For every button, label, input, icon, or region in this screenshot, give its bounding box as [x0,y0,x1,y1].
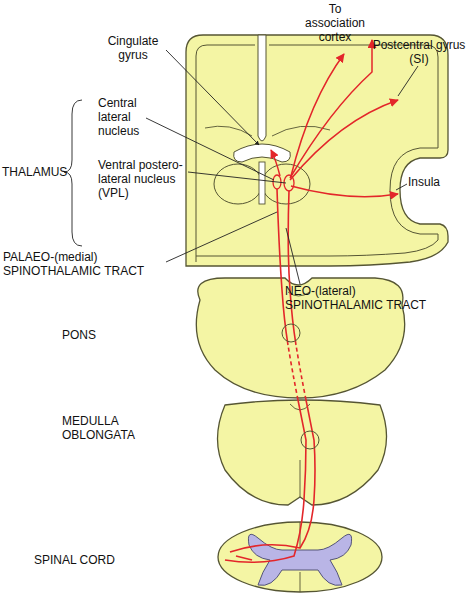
palaeo-tract-lower [225,400,306,562]
projection-postcentral [290,100,398,180]
cingulate-sulcus [205,126,330,136]
region-label: PONS [62,328,96,342]
leader-line [166,212,277,262]
nucleus-label: Central lateral nucleus [98,96,153,138]
leader-line [396,184,407,190]
lateral-ventricles [234,144,291,162]
tract-label: PALAEO-(medial) SPINOTHALAMIC TRACT [3,250,163,278]
medulla-fissures [290,404,310,497]
leader-lines [64,50,418,284]
structure-label: Cingulate gyrus [98,34,168,62]
medulla-tract-circle [301,431,319,449]
nucleus-label: Ventral postero- lateral nucleus (VPL) [98,158,190,200]
projection-association [290,40,372,178]
leader-line [286,228,300,284]
brain-outline [186,35,448,266]
brain-section [186,35,448,266]
third-ventricle [259,162,265,204]
spinothalamic-tracts [225,189,315,562]
region-label: SPINAL CORD [34,553,115,567]
leader-line [188,172,286,183]
dorsal-horn-fibre [236,556,252,560]
leader-line [166,50,259,145]
structure-label: Insula [408,175,440,189]
thalamus-left [214,164,262,204]
leader-line [398,66,418,96]
neo-tract-upper [288,191,296,345]
projection-association [291,54,344,176]
medulla-section [218,400,387,505]
cortical-projections [271,40,398,197]
tract-label: NEO-(lateral) SPINOTHALAMIC TRACT [285,284,450,312]
region-label: MEDULLA OBLONGATA [62,414,152,442]
longitudinal-fissure [258,35,266,141]
thalamus-right [262,164,310,204]
neo-tract-pons [296,345,306,400]
pons-tract-circle [282,324,300,342]
projection-cingulate [271,150,280,176]
region-label: THALAMUS [2,165,67,179]
cortex-inner-line [196,45,438,262]
cortex-label: To association cortex [300,2,370,44]
projection-insula [291,186,398,197]
palaeo-tract-pons [288,345,298,400]
palaeo-tract-upper [277,189,288,345]
structure-label: Postcentral gyrus (SI) [372,38,466,66]
